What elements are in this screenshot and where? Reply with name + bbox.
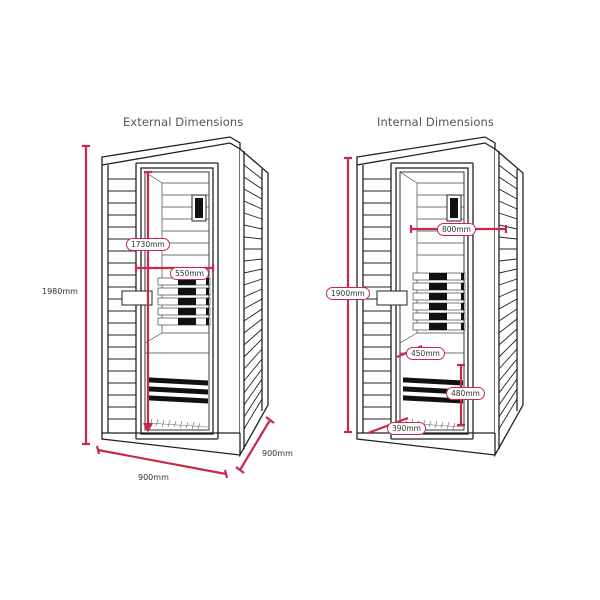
- heater-width-label: 550mm: [170, 267, 209, 280]
- inner-height-label: 1730mm: [126, 238, 170, 251]
- front-width-label: 900mm: [138, 473, 169, 482]
- bench-heater-panels: [412, 272, 466, 331]
- external-dimensions-title: External Dimensions: [123, 115, 244, 129]
- internal-dimensions-title: Internal Dimensions: [377, 115, 494, 129]
- bench-height-label: 480mm: [446, 387, 485, 400]
- depth-label: 900mm: [262, 449, 293, 458]
- external-sauna-drawing: [101, 136, 269, 456]
- internal-height-label: 1900mm: [326, 287, 370, 300]
- external-dimension-lines: [82, 144, 275, 479]
- bench-heater-panels: [157, 277, 211, 326]
- internal-sauna-drawing: [356, 136, 524, 456]
- interior-width-label: 800mm: [437, 223, 476, 236]
- floor-depth-label: 390mm: [387, 422, 426, 435]
- bench-depth-label: 450mm: [406, 347, 445, 360]
- lower-heater-bars: [148, 377, 208, 404]
- external-height-label: 1980mm: [42, 287, 78, 296]
